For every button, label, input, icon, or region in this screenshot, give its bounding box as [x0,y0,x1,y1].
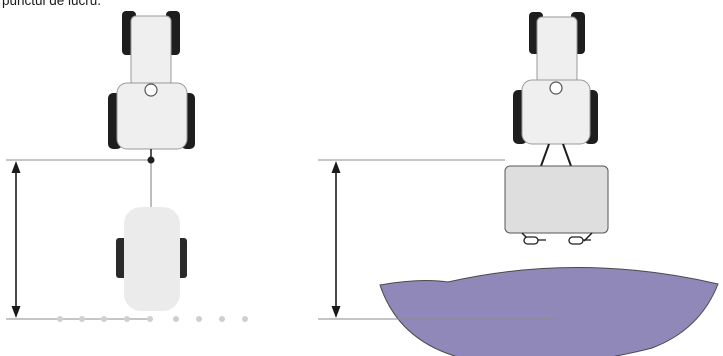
caption-text: punctul de lucru. [2,0,102,8]
tractor-top-view-icon [108,11,195,164]
left-distance-arrow [11,161,21,318]
right-distance-arrow [331,161,341,318]
trailed-implement-icon [116,207,187,311]
right-scene [318,12,719,356]
left-scene [6,11,248,322]
left-dotted-row [57,316,248,322]
mounted-implement-icon [504,165,609,245]
tractor-top-view-icon [513,12,598,167]
work-area-band [379,266,719,356]
